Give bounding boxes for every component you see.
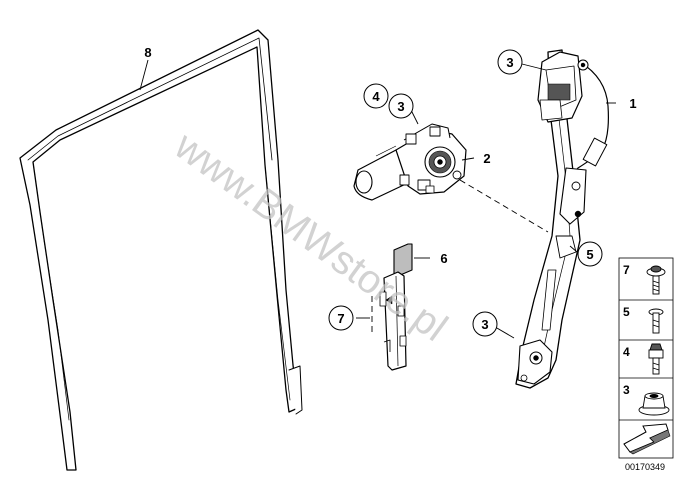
- legend-number: 3: [623, 383, 630, 397]
- legend-item[interactable]: 5: [623, 305, 664, 334]
- fastener-legend: 7 5 4: [618, 257, 674, 459]
- window-motor-part[interactable]: [353, 123, 467, 201]
- flat-head-screw-icon: [648, 308, 664, 334]
- legend-item[interactable]: 3: [623, 383, 670, 416]
- window-guide-part[interactable]: [379, 243, 413, 371]
- callout-number: 3: [397, 99, 404, 114]
- callout-motor: 2: [483, 151, 490, 166]
- legend-item[interactable]: 4: [623, 343, 664, 375]
- legend-number: 7: [623, 263, 630, 277]
- callout-seal: 8: [144, 45, 151, 60]
- callout-number: 3: [506, 55, 513, 70]
- callout-regulator: 1: [629, 96, 636, 111]
- legend-number: 5: [623, 305, 630, 319]
- direction-arrow-icon: [623, 423, 671, 455]
- window-regulator-part[interactable]: [515, 49, 609, 389]
- callout-motor-bolt: 4: [363, 83, 389, 109]
- callout-regulator-screw: 5: [577, 241, 603, 267]
- callout-number: 4: [372, 89, 380, 104]
- callout-number: 5: [586, 247, 593, 262]
- legend-item[interactable]: 7: [623, 263, 666, 295]
- callout-regulator-bottom-nut: 3: [472, 311, 498, 337]
- hex-bolt-icon: [648, 343, 664, 375]
- callout-guide-screw: 7: [328, 305, 354, 331]
- callout-number: 7: [337, 311, 344, 326]
- leader-lines: [139, 59, 616, 339]
- screw-with-washer-icon: [646, 265, 666, 295]
- window-seal-part[interactable]: [19, 29, 303, 471]
- callout-number: 1: [629, 96, 636, 111]
- callout-regulator-top-nut: 3: [497, 49, 523, 75]
- callout-number: 3: [481, 317, 488, 332]
- callout-guide: 6: [440, 251, 447, 266]
- callout-number: 2: [483, 151, 490, 166]
- reference-number: 00170349: [625, 462, 665, 472]
- alignment-lines: [371, 179, 549, 332]
- flange-nut-icon: [638, 392, 670, 416]
- callout-number: 6: [440, 251, 447, 266]
- callout-number: 8: [144, 45, 151, 60]
- legend-number: 4: [623, 345, 630, 359]
- callout-motor-screw: 3: [388, 93, 414, 119]
